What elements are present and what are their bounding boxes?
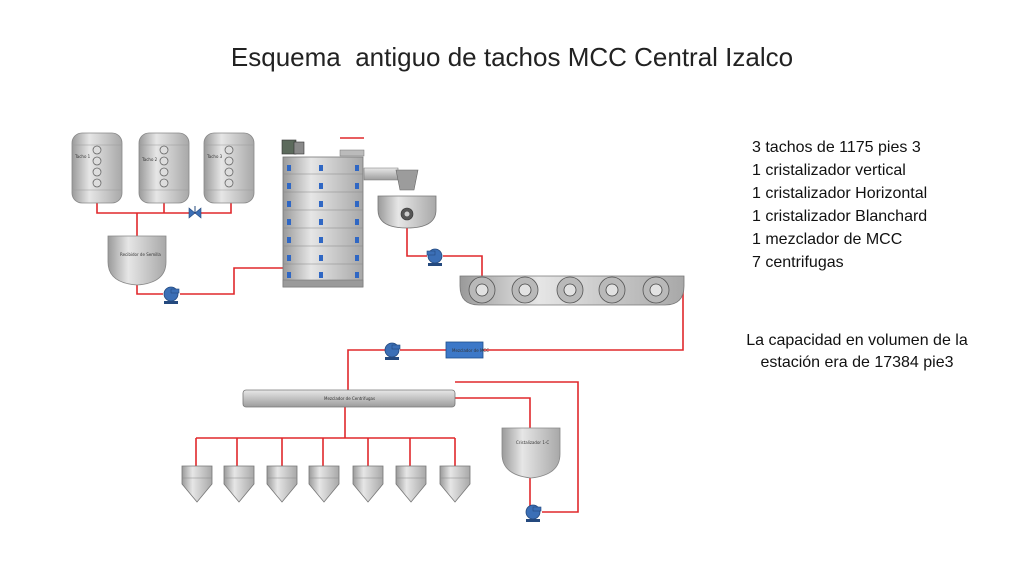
- valve-icon: [188, 206, 202, 219]
- pump-icon: [426, 248, 443, 266]
- centrifuga: [439, 465, 471, 503]
- mezclador-mcc: Mezclador de MCC: [445, 341, 489, 359]
- mezclador-centrifugas: Mezclador de Centrifugas: [242, 389, 456, 408]
- centrifuga: [223, 465, 255, 503]
- cristalizador-horizontal: [363, 167, 437, 229]
- pump-icon: [163, 286, 180, 304]
- centrifuga: [266, 465, 298, 503]
- centrifuga: [352, 465, 384, 503]
- cristalizador-blanchard: [459, 275, 685, 306]
- recibidor-label: Recibidor de Semilla: [120, 252, 161, 257]
- spec-mezclador: 1 mezclador de MCC: [752, 231, 903, 248]
- cristalizador-1c: Cristalizador 1-C: [501, 427, 561, 479]
- centrifuga: [308, 465, 340, 503]
- spec-centrifugas: 7 centrifugas: [752, 254, 844, 271]
- tacho-1-label: Tacho 1: [74, 154, 91, 159]
- tacho-3-label: Tacho 3: [206, 154, 223, 159]
- spec-cristalizador-blanchard: 1 cristalizador Blanchard: [752, 208, 928, 225]
- cristalizador-vertical: [281, 139, 365, 288]
- tacho-3: Tacho 3: [203, 132, 255, 204]
- tacho-1: Tacho 1: [71, 132, 123, 204]
- mezclador-centrifugas-label: Mezclador de Centrifugas: [324, 396, 375, 401]
- spec-cristalizador-vertical: 1 cristalizador vertical: [752, 162, 906, 179]
- capacity-note: La capacidad en volumen de la estación e…: [746, 332, 968, 371]
- cristalizador-1c-label: Cristalizador 1-C: [516, 440, 549, 445]
- pump-icon: [525, 504, 542, 522]
- tacho-2-label: Tacho 2: [141, 157, 158, 162]
- centrifuga: [181, 465, 213, 503]
- diagram-title: Esquema antiguo de tachos MCC Central Iz…: [230, 42, 794, 72]
- pipes: [96, 137, 684, 513]
- spec-cristalizador-horizontal: 1 cristalizador Horizontal: [752, 185, 928, 202]
- centrifuga: [395, 465, 427, 503]
- spec-tachos: 3 tachos de 1175 pies 3: [752, 139, 921, 156]
- pump-icon: [384, 342, 401, 360]
- mezclador-mcc-label: Mezclador de MCC: [452, 348, 489, 353]
- centrifugas: [181, 465, 471, 503]
- recibidor-semilla: Recibidor de Semilla: [107, 235, 167, 286]
- specs-list: 3 tachos de 1175 pies 3 1 cristalizador …: [752, 136, 927, 274]
- tacho-2: Tacho 2: [138, 132, 190, 204]
